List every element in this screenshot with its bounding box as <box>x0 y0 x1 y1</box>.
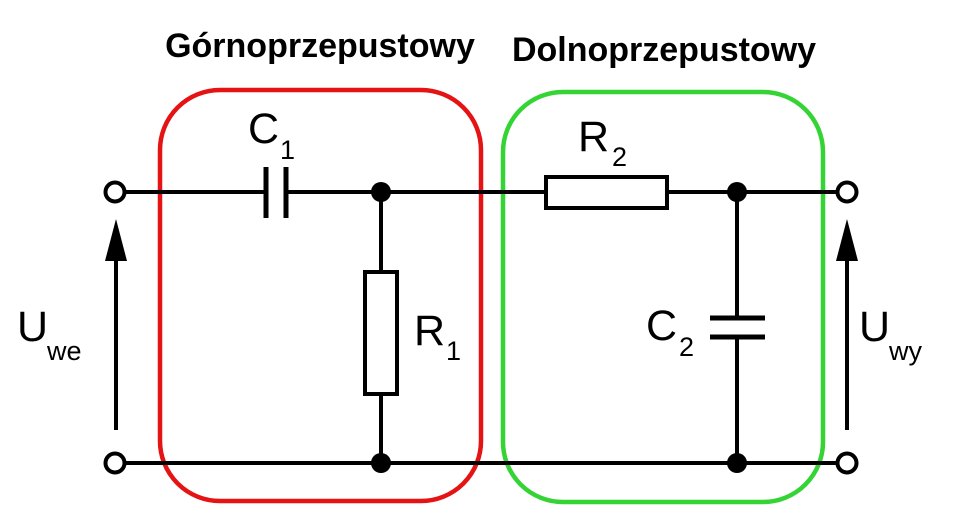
uwe-label-subscript: we <box>46 336 82 366</box>
capacitor-c2: C 2 <box>646 192 765 463</box>
uwy-label: U <box>859 303 890 351</box>
input-voltage-arrow: U we <box>17 219 127 430</box>
highpass-section-title: Górnoprzepustowy <box>165 27 475 65</box>
lowpass-section-title: Dolnoprzepustowy <box>512 31 816 69</box>
input-terminal-top <box>103 180 127 204</box>
output-voltage-arrow: U wy <box>836 219 922 430</box>
lowpass-section-outline <box>500 89 826 505</box>
input-terminal-bottom <box>103 451 127 475</box>
c1-label-subscript: 1 <box>280 135 295 165</box>
r2-body <box>544 175 669 210</box>
junction-dot-top-right <box>727 182 747 202</box>
c2-label-subscript: 2 <box>679 332 694 362</box>
r1-label: R <box>414 307 445 355</box>
r1-label-subscript: 1 <box>446 336 461 366</box>
resistor-r2: R 2 <box>544 113 669 210</box>
junction-dot-bottom-right <box>727 453 747 473</box>
c1-label: C <box>248 105 279 153</box>
uwe-label: U <box>17 303 48 351</box>
junction-dot-bottom-left <box>371 453 391 473</box>
resistor-r1: R 1 <box>363 192 461 463</box>
junction-dot-top-left <box>371 182 391 202</box>
highpass-section-outline <box>157 87 484 504</box>
uwe-arrow-head-icon <box>105 219 127 261</box>
c2-label: C <box>646 302 677 350</box>
r2-label: R <box>578 113 609 161</box>
uwy-label-subscript: wy <box>888 336 922 366</box>
r2-label-subscript: 2 <box>612 142 627 172</box>
r1-body <box>363 270 399 396</box>
uwy-arrow-head-icon <box>836 219 858 261</box>
output-terminal-bottom <box>835 451 859 475</box>
output-terminal-top <box>835 180 859 204</box>
capacitor-c1: C 1 <box>248 105 295 218</box>
